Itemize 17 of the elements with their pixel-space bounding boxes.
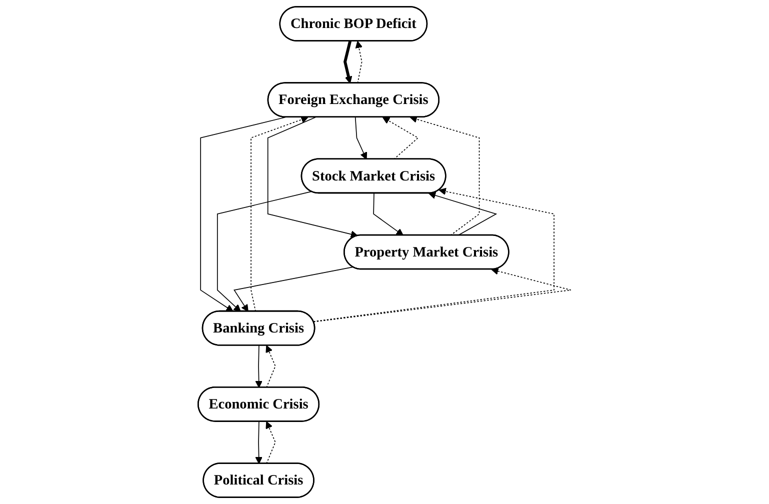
arrow xyxy=(313,188,554,322)
arrow xyxy=(250,116,308,312)
arrow xyxy=(255,421,263,464)
arrow xyxy=(354,116,368,160)
arrow xyxy=(382,116,419,160)
arrow xyxy=(216,191,312,312)
arrow xyxy=(313,268,572,322)
arrow xyxy=(266,421,276,464)
arrow xyxy=(266,345,276,388)
arrow xyxy=(373,192,404,236)
arrow xyxy=(255,345,263,388)
arrow xyxy=(344,40,352,84)
arrow xyxy=(410,116,480,236)
arrow xyxy=(200,116,286,312)
arrow xyxy=(428,192,498,236)
arrow xyxy=(267,116,358,238)
arrow xyxy=(234,266,354,312)
